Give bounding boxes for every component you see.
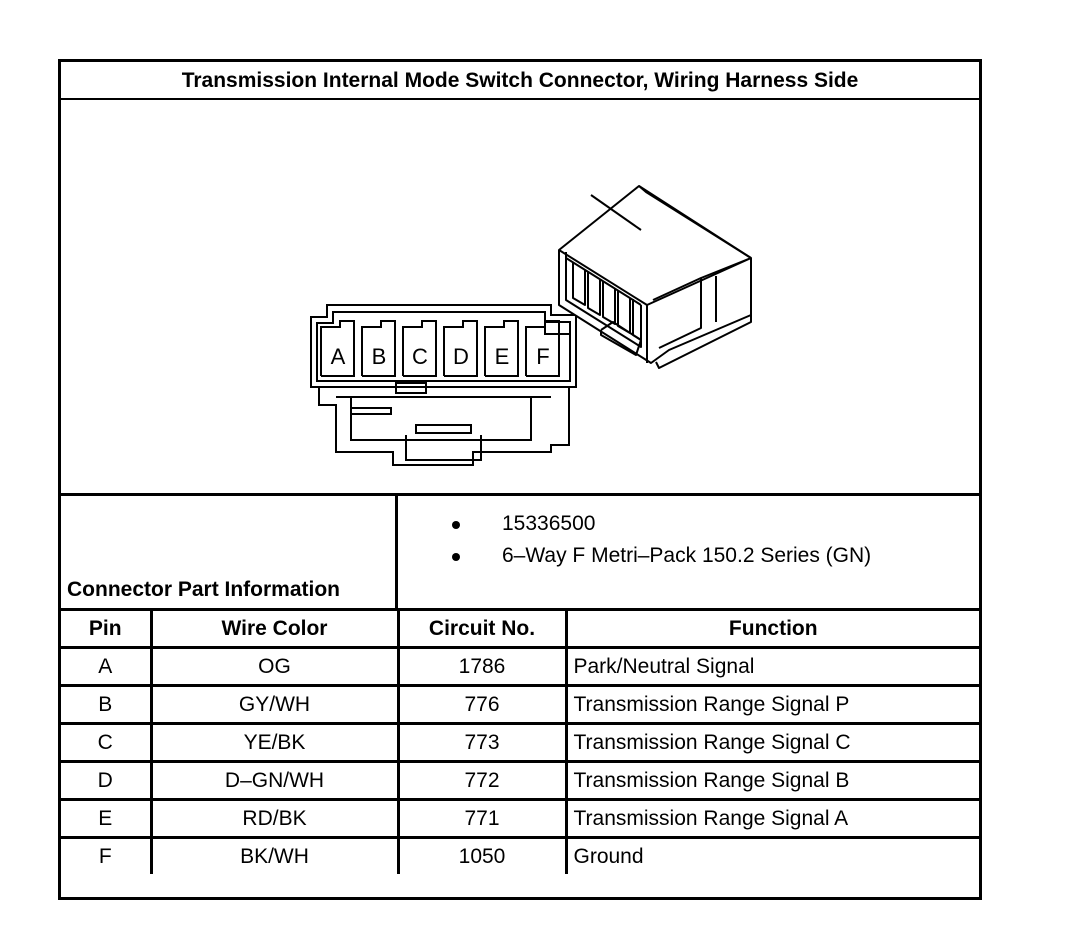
cell-function: Ground [564, 836, 979, 874]
cell-circuit: 1050 [396, 836, 568, 874]
bullet-icon [452, 521, 460, 529]
cell-pin: E [61, 798, 153, 839]
cell-wire-color: BK/WH [149, 836, 400, 874]
cell-function: Transmission Range Signal B [564, 760, 979, 801]
connector-face-view: A B C D E F [310, 304, 577, 466]
cell-wire-color: OG [149, 646, 400, 687]
cell-wire-color: GY/WH [149, 684, 400, 725]
pin-label-e: E [495, 344, 510, 369]
cell-circuit: 776 [396, 684, 568, 725]
header-wire-color: Wire Color [149, 611, 400, 649]
bullet-icon [452, 553, 460, 561]
cell-wire-color: YE/BK [149, 722, 400, 763]
part-number: 15336500 [502, 512, 596, 535]
table-row: D D–GN/WH 772 Transmission Range Signal … [61, 760, 979, 801]
pin-cavity-c [402, 320, 437, 377]
header-function: Function [564, 611, 979, 649]
pin-label-c: C [412, 344, 428, 369]
table-row: B GY/WH 776 Transmission Range Signal P [61, 684, 979, 725]
connector-isometric-view [558, 185, 752, 369]
cell-circuit: 772 [396, 760, 568, 801]
table-row: A OG 1786 Park/Neutral Signal [61, 646, 979, 687]
connector-illustration: A B C D E F [61, 100, 979, 493]
table-row: C YE/BK 773 Transmission Range Signal C [61, 722, 979, 763]
pin-label-b: B [372, 344, 387, 369]
cell-pin: C [61, 722, 153, 763]
table-header-row: Pin Wire Color Circuit No. Function [61, 611, 979, 649]
pin-cavities [320, 320, 560, 377]
connector-info-label: Connector Part Information [67, 578, 341, 601]
connector-info-label-cell: Connector Part Information [61, 496, 398, 608]
cell-function: Park/Neutral Signal [564, 646, 979, 687]
pin-cavity-b [361, 320, 396, 377]
pinout-table: Pin Wire Color Circuit No. Function A OG… [61, 611, 979, 874]
cell-circuit: 771 [396, 798, 568, 839]
pin-cavity-a [320, 320, 355, 377]
connector-part-information: Connector Part Information 15336500 6–Wa… [61, 493, 979, 611]
header-circuit-no: Circuit No. [396, 611, 568, 649]
pin-label-f: F [536, 344, 549, 369]
pin-cavity-d [443, 320, 478, 377]
cell-wire-color: D–GN/WH [149, 760, 400, 801]
connector-drawing: A B C D E F [310, 185, 752, 466]
cell-circuit: 773 [396, 722, 568, 763]
cell-pin: D [61, 760, 153, 801]
cell-pin: F [61, 836, 153, 874]
header-pin: Pin [61, 611, 153, 649]
cell-pin: A [61, 646, 153, 687]
pin-cavity-e [484, 320, 519, 377]
connector-info-list: 15336500 6–Way F Metri–Pack 150.2 Series… [398, 496, 979, 608]
cell-pin: B [61, 684, 153, 725]
pin-label-a: A [331, 344, 346, 369]
cell-function: Transmission Range Signal P [564, 684, 979, 725]
pin-cavity-f [525, 320, 560, 377]
connector-sheet: Transmission Internal Mode Switch Connec… [58, 59, 982, 900]
sheet-title: Transmission Internal Mode Switch Connec… [61, 62, 979, 100]
table-row: F BK/WH 1050 Ground [61, 836, 979, 874]
table-row: E RD/BK 771 Transmission Range Signal A [61, 798, 979, 839]
cell-circuit: 1786 [396, 646, 568, 687]
cell-function: Transmission Range Signal C [564, 722, 979, 763]
cell-function: Transmission Range Signal A [564, 798, 979, 839]
cell-wire-color: RD/BK [149, 798, 400, 839]
pin-label-d: D [453, 344, 469, 369]
connector-series: 6–Way F Metri–Pack 150.2 Series (GN) [502, 544, 872, 567]
